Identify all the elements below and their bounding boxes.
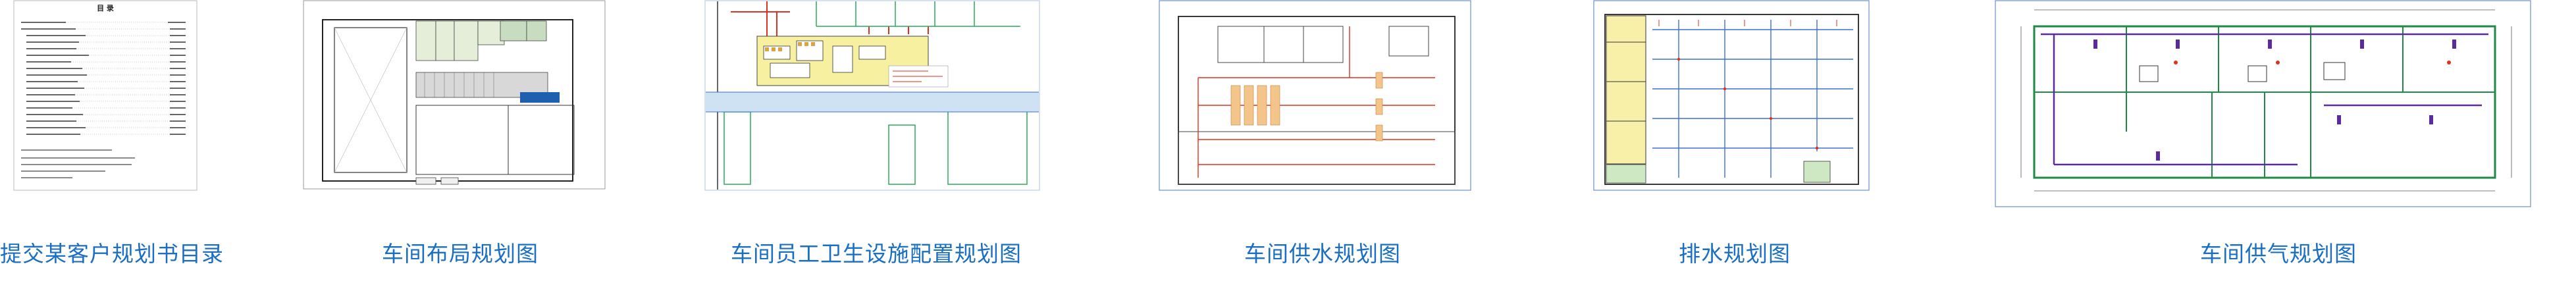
water-supply-thumbnail[interactable]	[1159, 0, 1471, 191]
caption-water-supply[interactable]: 车间供水规划图	[1244, 241, 1401, 267]
card-drainage[interactable]: 排水规划图	[1593, 0, 1870, 285]
caption-workshop-layout[interactable]: 车间布局规划图	[382, 241, 539, 267]
card-water-supply[interactable]: 车间供水规划图	[1159, 0, 1475, 285]
card-toc[interactable]: 目 录	[0, 0, 223, 285]
gas-supply-thumbnail[interactable]	[1995, 0, 2531, 207]
caption-hygiene-facilities[interactable]: 车间员工卫生设施配置规划图	[731, 241, 1022, 267]
workshop-layout-thumbnail[interactable]	[303, 0, 606, 190]
card-workshop-layout[interactable]: 车间布局规划图	[303, 0, 606, 285]
caption-gas-supply[interactable]: 车间供气规划图	[2200, 241, 2357, 267]
hygiene-facilities-thumbnail[interactable]	[704, 0, 1040, 191]
caption-drainage[interactable]: 排水规划图	[1679, 241, 1791, 267]
card-gas-supply[interactable]: 车间供气规划图	[1995, 0, 2576, 285]
caption-toc[interactable]: 提交某客户规划书目录	[0, 241, 224, 267]
toc-thumbnail[interactable]: 目 录	[13, 0, 197, 191]
drainage-thumbnail[interactable]	[1593, 0, 1870, 191]
toc-title: 目 录	[97, 4, 114, 13]
card-hygiene-facilities[interactable]: 车间员工卫生设施配置规划图	[704, 0, 1040, 285]
